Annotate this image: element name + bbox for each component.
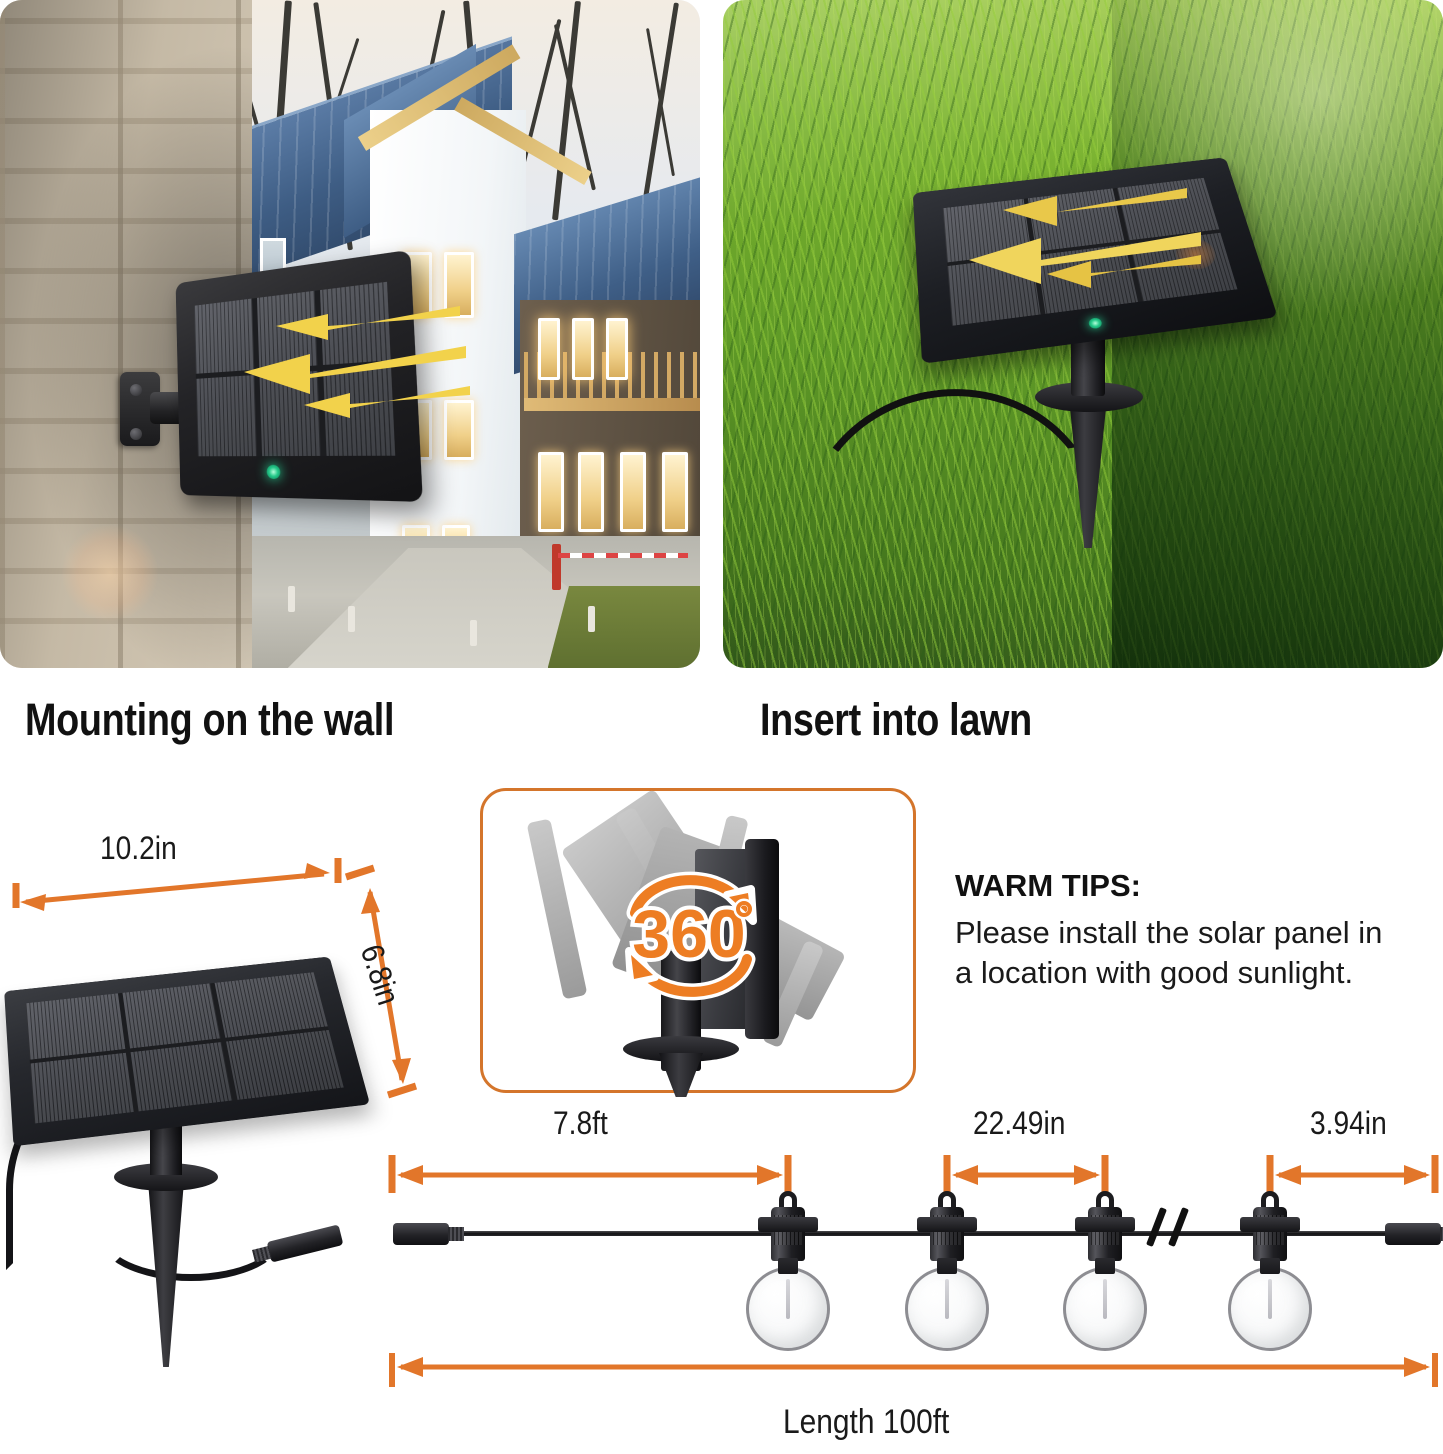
socket-hanging-loop: [938, 1191, 956, 1213]
bulb-filament: [1268, 1279, 1272, 1319]
sunlight-arrow-icon: [963, 228, 1201, 290]
bracket-screw: [130, 384, 142, 396]
wall-mount-photo: [0, 0, 700, 668]
sunlight-arrow-icon: [1041, 252, 1201, 294]
bulb-socket: [917, 1191, 977, 1269]
light-bulb: [1063, 1258, 1147, 1351]
lead-length-label: 7.8ft: [553, 1105, 608, 1141]
bulb-filament: [786, 1279, 790, 1319]
string-lights-diagram: 7.8ft 22.49in 3.94in: [385, 1105, 1443, 1441]
cable-break-mark: [1168, 1207, 1189, 1247]
socket-body: [771, 1207, 805, 1261]
photo-row: [0, 0, 1443, 668]
socket-body: [930, 1207, 964, 1261]
bulb-filament: [1103, 1279, 1107, 1319]
end-length-label: 3.94in: [1310, 1105, 1387, 1141]
socket-hanging-loop: [779, 1191, 797, 1213]
warm-tips-heading: WARM TIPS:: [955, 868, 1141, 903]
light-bulb: [746, 1258, 830, 1351]
wall-mounted-solar-panel: [120, 249, 470, 508]
warm-tips-line-1: Please install the solar panel in: [955, 915, 1383, 950]
socket-collar: [1075, 1217, 1135, 1232]
total-length-label: Length 100ft: [783, 1403, 950, 1441]
led-indicator-icon: [1088, 317, 1103, 330]
front-lawn: [547, 586, 700, 668]
socket-hanging-loop: [1096, 1191, 1114, 1213]
warm-tips-block: WARM TIPS: Please install the solar pane…: [955, 868, 1425, 994]
rotation-illustration-box: 360: [480, 788, 916, 1097]
lawn-insert-photo: [723, 0, 1443, 668]
solar-panel-body: [4, 956, 371, 1147]
socket-hanging-loop: [1261, 1191, 1279, 1213]
light-bulb: [1228, 1258, 1312, 1351]
lawn-solar-panel: [784, 110, 1343, 551]
string-light-end-connector: [1385, 1223, 1443, 1245]
bulb-socket: [758, 1191, 818, 1269]
spec-area: 10.2in 6.8in: [0, 770, 1443, 1454]
socket-collar: [917, 1217, 977, 1232]
bulb-spacing-label: 22.49in: [973, 1105, 1066, 1141]
socket-body: [1088, 1207, 1122, 1261]
bulb-neck: [937, 1258, 957, 1274]
balcony-floor: [524, 398, 700, 411]
sunlight-arrow-icon: [298, 384, 470, 424]
solar-panel-dimension-drawing: [0, 855, 420, 1415]
caption-insert-into-lawn: Insert into lawn: [760, 694, 1032, 745]
bracket-screw: [130, 428, 142, 440]
house-scene: [252, 0, 700, 668]
rotated-panel-edge: [745, 839, 779, 1039]
bulb-neck: [778, 1258, 798, 1274]
panel-width-label: 10.2in: [100, 830, 177, 866]
caption-mounting-on-wall: Mounting on the wall: [25, 694, 395, 745]
cable-break-mark: [1146, 1207, 1167, 1247]
string-light-wire: [425, 1231, 1417, 1236]
sunlight-arrow-icon: [270, 304, 460, 348]
socket-collar: [1240, 1217, 1300, 1232]
rotation-spike: [659, 1053, 703, 1097]
grass-shadow: [1111, 0, 1443, 668]
light-bulb: [905, 1258, 989, 1351]
string-light-input-connector: [393, 1223, 464, 1245]
led-indicator-icon: [266, 465, 281, 480]
sunlight-arrow-icon: [997, 184, 1187, 232]
socket-body: [1253, 1207, 1287, 1261]
lens-flare: [62, 525, 158, 621]
warm-tips-line-2: a location with good sunlight.: [955, 955, 1354, 991]
bulb-neck: [1095, 1258, 1115, 1274]
socket-collar: [758, 1217, 818, 1232]
solar-cells: [25, 972, 345, 1124]
bulb-socket: [1075, 1191, 1135, 1269]
bulb-socket: [1240, 1191, 1300, 1269]
panel-width-dimension-arrow: [12, 858, 342, 911]
string-light-dimension-arrows: [388, 1155, 1439, 1193]
panel-height-dimension-arrow: [344, 864, 418, 1099]
bulb-filament: [945, 1279, 949, 1319]
rotation-360-badge: 360: [611, 859, 771, 1009]
rotation-value: 360: [632, 896, 745, 972]
total-length-dimension-arrow: [389, 1353, 1438, 1387]
sunlight-arrow-icon: [238, 342, 466, 400]
panel-cable-lower: [96, 1185, 286, 1281]
bulb-neck: [1260, 1258, 1280, 1274]
